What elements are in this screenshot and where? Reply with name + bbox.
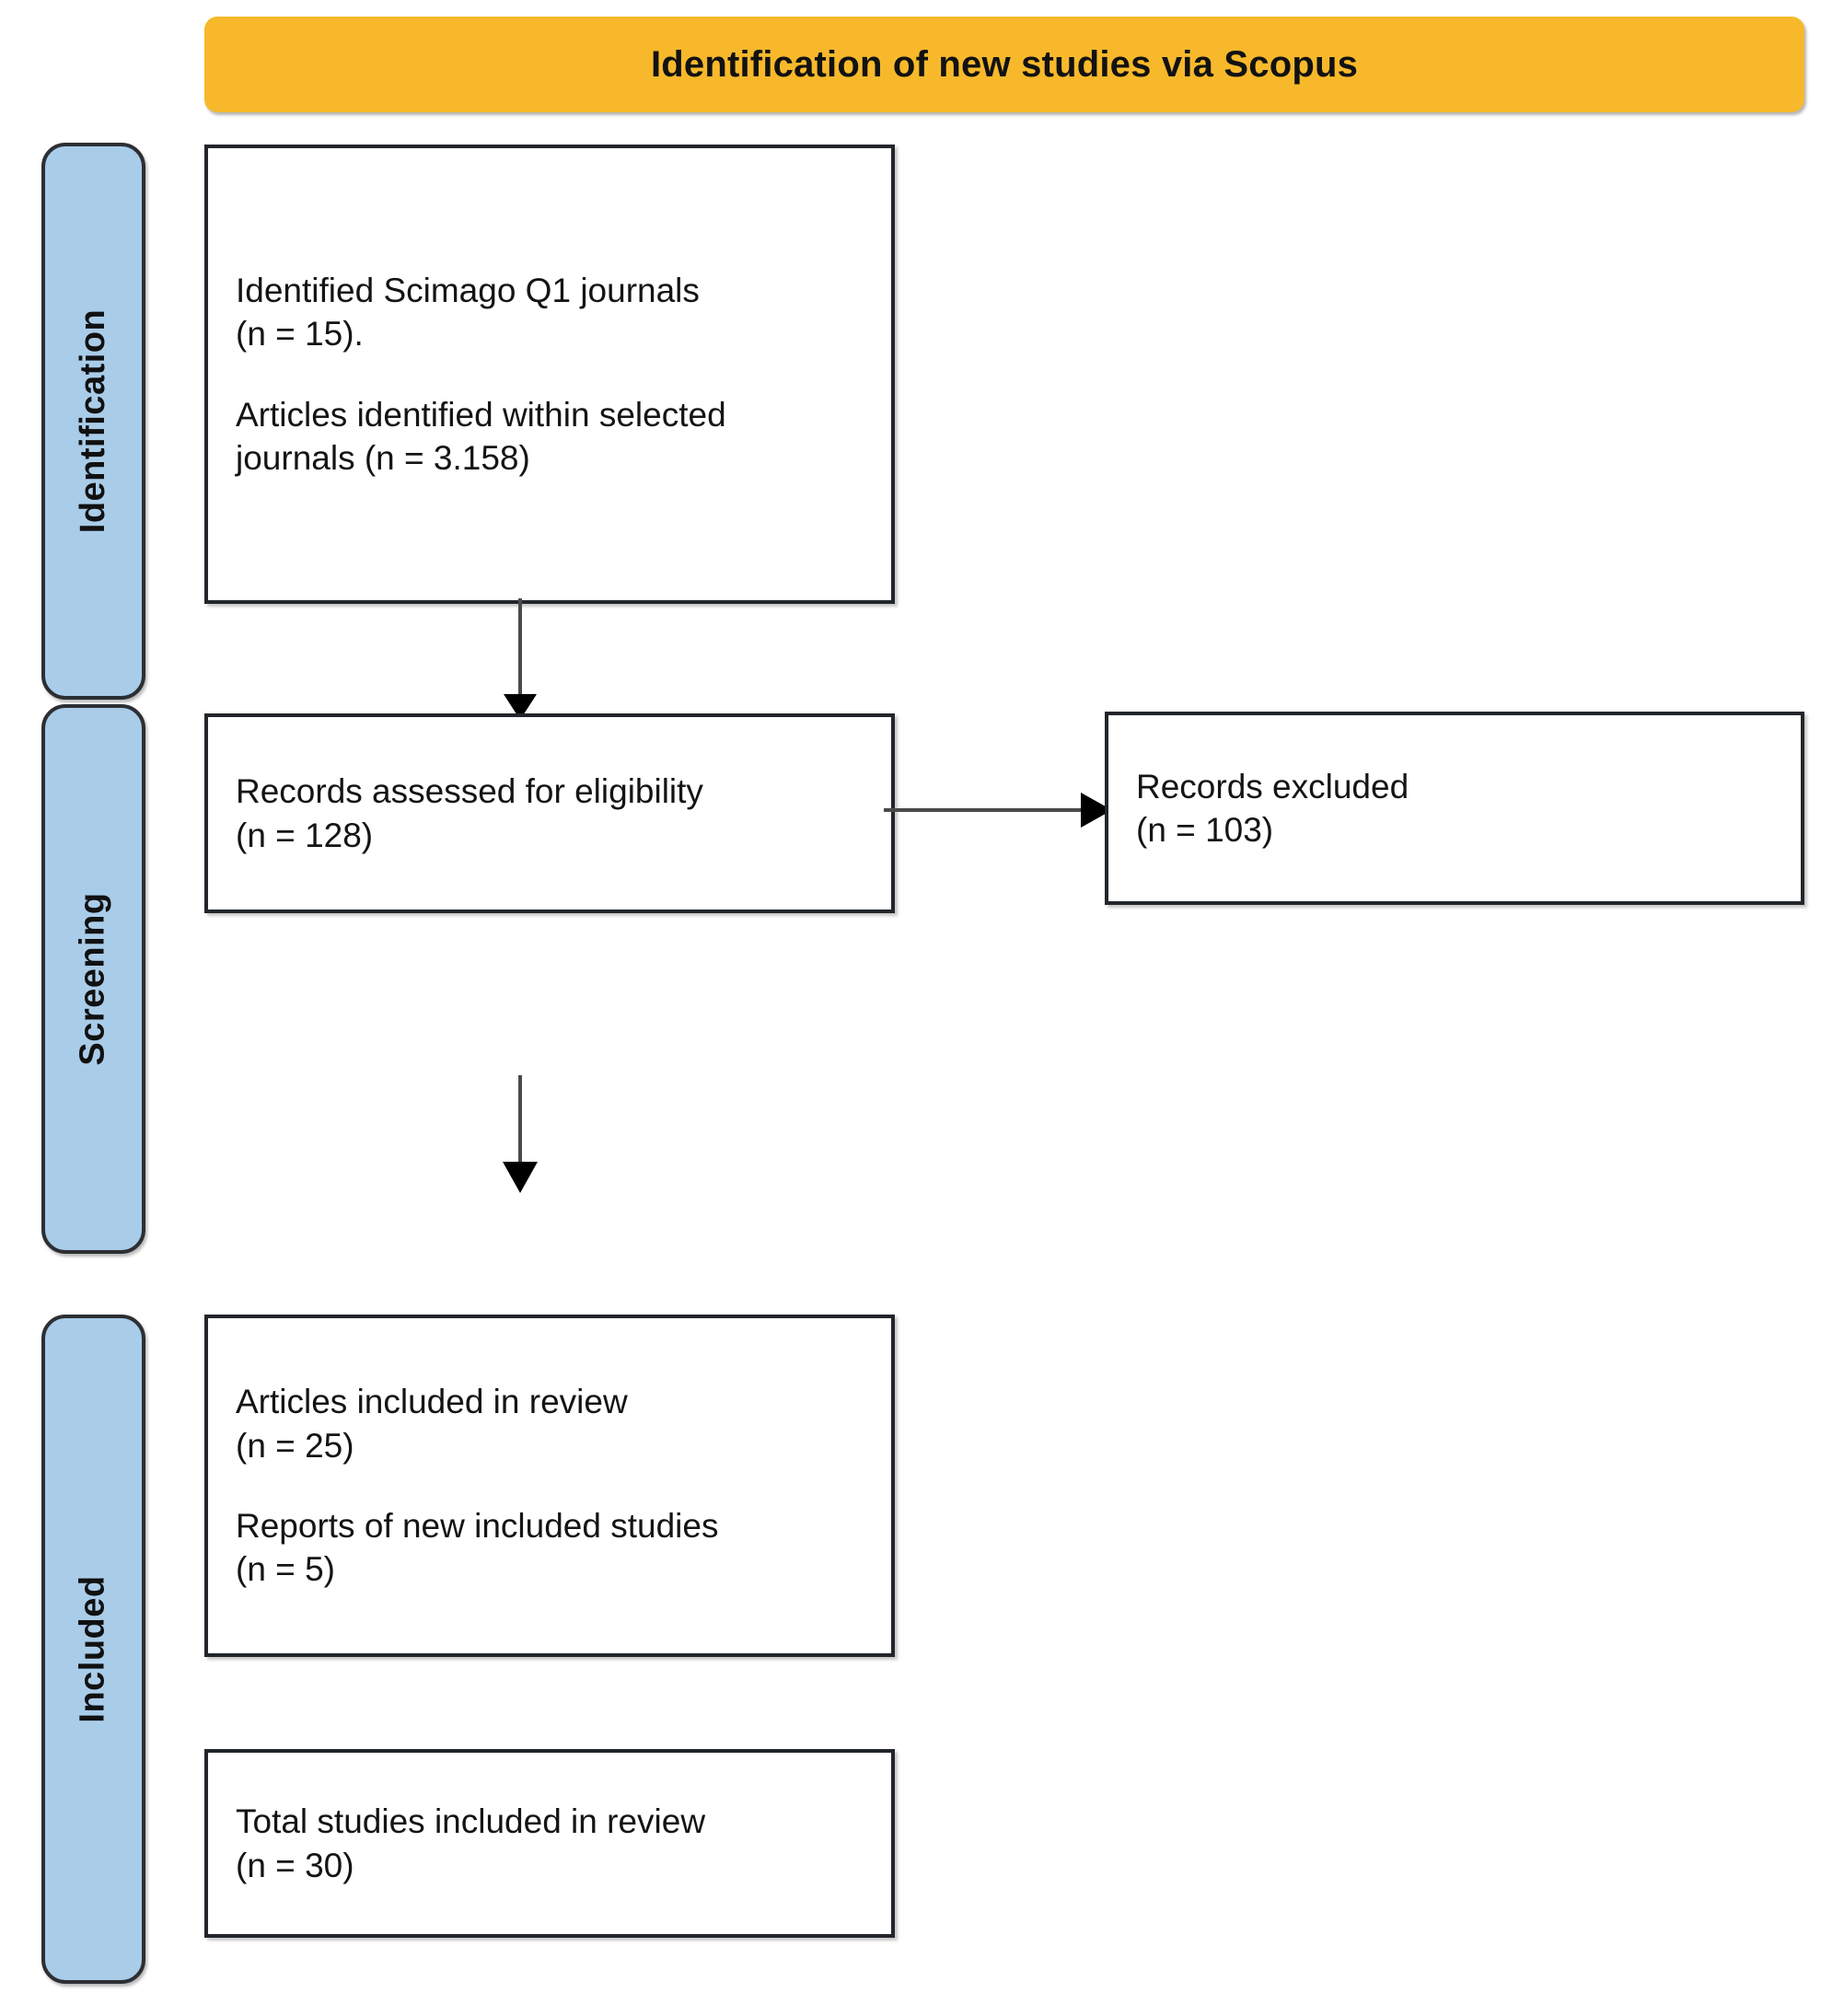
identified-paragraph-1: Identified Scimago Q1 journals (n = 15). — [236, 269, 864, 356]
eligibility-line-2: (n = 128) — [236, 816, 374, 854]
stage-rail-screening: Screening — [41, 704, 145, 1254]
identified-line-3: Articles identified within selected — [236, 395, 726, 434]
identified-line-4: journals (n = 3.158) — [236, 438, 530, 477]
excluded-line-1: Records excluded — [1136, 767, 1409, 805]
included-paragraph-2: Reports of new included studies (n = 5) — [236, 1504, 864, 1592]
arrow-identified-to-eligibility — [504, 598, 537, 720]
stage-rail-included: Included — [41, 1315, 145, 1984]
total-line-2: (n = 30) — [236, 1846, 354, 1884]
stage-label-screening: Screening — [74, 892, 113, 1066]
arrow-eligibility-to-excluded — [884, 793, 1112, 828]
arrow-screening-to-included — [503, 1075, 538, 1193]
flow-box-records-assessed: Records assessed for eligibility (n = 12… — [204, 713, 895, 913]
flow-box-records-excluded: Records excluded (n = 103) — [1105, 712, 1804, 905]
excluded-paragraph: Records excluded (n = 103) — [1136, 765, 1773, 852]
included-line-3: Reports of new included studies — [236, 1507, 719, 1545]
total-paragraph: Total studies included in review (n = 30… — [236, 1800, 864, 1887]
flow-box-identified-studies: Identified Scimago Q1 journals (n = 15).… — [204, 145, 895, 604]
page-title: Identification of new studies via Scopus — [650, 44, 1359, 85]
total-line-1: Total studies included in review — [236, 1802, 706, 1841]
eligibility-line-1: Records assessed for eligibility — [236, 772, 703, 811]
included-paragraph-1: Articles included in review (n = 25) — [236, 1380, 864, 1467]
flow-box-total-studies: Total studies included in review (n = 30… — [204, 1749, 895, 1938]
included-line-1: Articles included in review — [236, 1383, 628, 1421]
stage-label-included: Included — [74, 1575, 113, 1723]
excluded-line-2: (n = 103) — [1136, 811, 1274, 849]
flow-box-articles-included: Articles included in review (n = 25) Rep… — [204, 1315, 895, 1657]
identified-paragraph-2: Articles identified within selected jour… — [236, 393, 864, 481]
stage-label-identification: Identification — [74, 308, 113, 534]
stage-rail-identification: Identification — [41, 143, 145, 700]
identified-line-2: (n = 15). — [236, 315, 364, 353]
included-line-2: (n = 25) — [236, 1426, 354, 1465]
included-line-4: (n = 5) — [236, 1550, 335, 1589]
eligibility-paragraph: Records assessed for eligibility (n = 12… — [236, 770, 864, 857]
diagram-header-banner: Identification of new studies via Scopus — [204, 17, 1804, 112]
identified-line-1: Identified Scimago Q1 journals — [236, 271, 700, 309]
